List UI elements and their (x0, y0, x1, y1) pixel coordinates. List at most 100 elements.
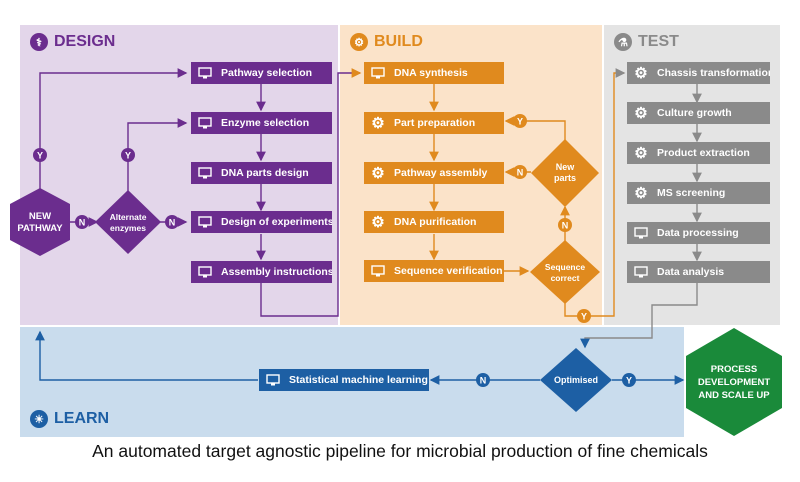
new-pathway-hexagon: NEW PATHWAY (10, 188, 70, 256)
process-development-hexagon: PROCESS DEVELOPMENT AND SCALE UP (686, 328, 782, 436)
box-label: Data analysis (657, 266, 725, 278)
box-label: Chassis transformation (657, 67, 770, 79)
box-culture-growth: ⚙ Culture growth (627, 102, 770, 124)
box-assembly-instructions: Assembly instructions (191, 261, 332, 283)
box-label: DNA synthesis (394, 67, 468, 79)
gears-icon: ⚙ (350, 33, 368, 51)
figure-caption: An automated target agnostic pipeline fo… (92, 441, 708, 461)
box-statistical-machine-learning: Statistical machine learning (259, 369, 429, 391)
box-label: Culture growth (657, 107, 732, 119)
gear-icon: ⚙ (371, 165, 385, 182)
svg-text:N: N (562, 221, 569, 231)
learn-title: ☀ LEARN (30, 410, 109, 428)
monitor-icon (197, 264, 213, 280)
no-badge-new-pathway: N (75, 215, 89, 229)
svg-text:Y: Y (517, 117, 523, 127)
build-title-text: BUILD (374, 33, 423, 50)
new-parts-line-1: New (556, 162, 576, 172)
monitor-icon (633, 225, 649, 241)
yes-badge-optimised: Y (622, 373, 636, 387)
design-title: ⚕ DESIGN (30, 33, 115, 51)
new-parts-line-2: parts (554, 173, 576, 183)
no-badge-sequence: N (558, 218, 572, 232)
box-label: Pathway assembly (394, 167, 488, 179)
gear-icon: ⚙ (634, 145, 648, 162)
monitor-icon (633, 264, 649, 280)
box-dna-synthesis: DNA synthesis (364, 62, 504, 84)
box-pathway-selection: Pathway selection (191, 62, 332, 84)
new-pathway-line-2: PATHWAY (17, 223, 63, 234)
monitor-icon (197, 165, 213, 181)
box-design-of-experiments: Design of experiments (191, 211, 332, 233)
optimised-label: Optimised (554, 375, 598, 385)
sequence-correct-line-1: Sequence (545, 262, 585, 272)
new-pathway-line-1: NEW (29, 211, 51, 222)
box-label: Design of experiments (221, 216, 332, 228)
box-label: Part preparation (394, 117, 476, 129)
gear-icon: ⚙ (634, 185, 648, 202)
box-product-extraction: ⚙ Product extraction (627, 142, 770, 164)
yes-badge-new-pathway: Y (33, 148, 47, 162)
monitor-icon (370, 263, 386, 279)
alternate-line-1: Alternate (110, 212, 147, 222)
box-label: DNA parts design (221, 167, 309, 179)
monitor-icon (197, 65, 213, 81)
sequence-correct-diamond: Sequence correct (530, 240, 600, 304)
svg-text:N: N (169, 218, 176, 228)
box-dna-parts-design: DNA parts design (191, 162, 332, 184)
dna-icon: ⚕ (30, 33, 48, 51)
box-data-analysis: Data analysis (627, 261, 770, 283)
box-sequence-verification: Sequence verification (364, 260, 504, 282)
box-label: Pathway selection (221, 67, 313, 79)
no-badge-new-parts: N (513, 165, 527, 179)
test-title: ⚗ TEST (614, 33, 679, 51)
monitor-icon (197, 214, 213, 230)
flask-icon: ⚗ (614, 33, 632, 51)
alternate-line-2: enzymes (110, 223, 146, 233)
svg-text:N: N (480, 376, 487, 386)
gear-search-icon: ⚙ (634, 65, 648, 82)
box-label: Data processing (657, 227, 739, 239)
lightbulb-icon: ☀ (30, 410, 48, 428)
monitor-icon (370, 65, 386, 81)
box-label: Statistical machine learning (289, 374, 428, 386)
gear-icon: ⚙ (634, 105, 648, 122)
no-badge-alternate: N (165, 215, 179, 229)
yes-badge-new-parts: Y (513, 114, 527, 128)
new-parts-diamond: New parts (531, 139, 599, 207)
optimised-diamond: Optimised (540, 348, 612, 412)
outcome-line-2: DEVELOPMENT (698, 377, 771, 388)
svg-text:Y: Y (626, 376, 632, 386)
gear-icon: ⚙ (371, 214, 385, 231)
gear-icon: ⚙ (371, 115, 385, 132)
box-chassis-transformation: ⚙ Chassis transformation (627, 62, 770, 84)
svg-text:Y: Y (581, 312, 587, 322)
box-label: Product extraction (657, 147, 750, 159)
box-label: Assembly instructions (221, 266, 332, 278)
svg-text:N: N (517, 168, 524, 178)
box-label: Sequence verification (394, 265, 503, 277)
box-label: DNA purification (394, 216, 477, 228)
design-title-text: DESIGN (54, 33, 116, 50)
svg-text:N: N (79, 218, 86, 228)
box-ms-screening: ⚙ MS screening (627, 182, 770, 204)
outcome-line-3: AND SCALE UP (698, 390, 770, 401)
no-badge-optimised: N (476, 373, 490, 387)
yes-badge-alternate: Y (121, 148, 135, 162)
test-title-text: TEST (638, 33, 679, 50)
box-data-processing: Data processing (627, 222, 770, 244)
box-dna-purification: ⚙ DNA purification (364, 211, 504, 233)
box-label: MS screening (657, 187, 726, 199)
alternate-enzymes-diamond: Alternate enzymes (95, 190, 161, 254)
learn-title-text: LEARN (54, 410, 110, 427)
box-label: Enzyme selection (221, 117, 310, 129)
svg-text:Y: Y (125, 151, 131, 161)
box-enzyme-selection: Enzyme selection (191, 112, 332, 134)
monitor-icon (197, 115, 213, 131)
build-title: ⚙ BUILD (350, 33, 423, 51)
yes-badge-sequence: Y (577, 309, 591, 323)
sequence-correct-line-2: correct (551, 273, 580, 283)
box-pathway-assembly: ⚙ Pathway assembly (364, 162, 504, 184)
monitor-icon (265, 372, 281, 388)
